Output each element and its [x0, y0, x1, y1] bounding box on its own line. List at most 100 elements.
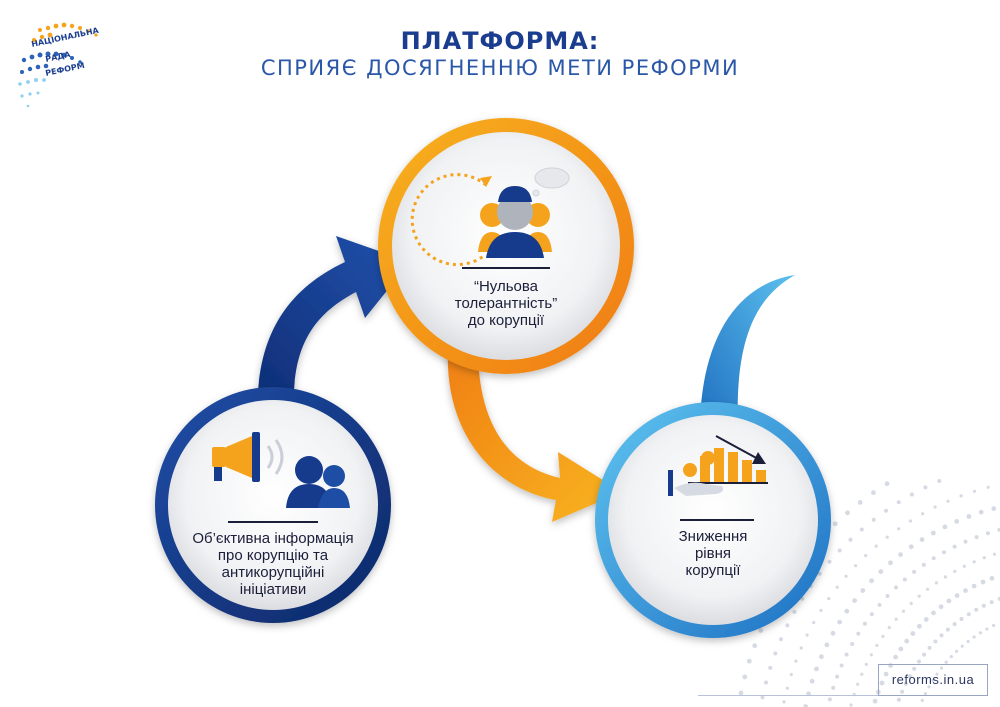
- decorative-dot: [992, 623, 996, 628]
- decorative-dot: [805, 633, 809, 637]
- decorative-dot: [854, 564, 858, 568]
- decorative-dot: [844, 652, 849, 657]
- decorative-dot: [923, 485, 928, 490]
- decorative-dot: [926, 587, 930, 591]
- decreasing-chart-icon: [668, 435, 768, 496]
- decorative-dot: [888, 560, 893, 566]
- megaphone-people-icon: [212, 432, 350, 508]
- decorative-dot: [989, 600, 994, 605]
- decorative-dot: [746, 658, 752, 664]
- decorative-dot: [901, 609, 906, 613]
- decorative-dot: [931, 610, 936, 616]
- node-zero-line-1: “Нульова: [473, 278, 539, 295]
- decorative-dot: [960, 644, 964, 648]
- decorative-dot: [909, 492, 914, 497]
- decorative-dot: [985, 531, 990, 536]
- decorative-dot: [773, 651, 778, 656]
- footer-url[interactable]: reforms.in.ua: [878, 664, 988, 696]
- decorative-dot: [980, 579, 986, 585]
- decorative-dot: [869, 578, 874, 584]
- decorative-dot: [871, 490, 876, 496]
- decorative-dot: [923, 692, 928, 696]
- node-reduce-line-1: Зниження: [678, 528, 748, 545]
- decorative-dot: [978, 509, 984, 515]
- decorative-dot: [959, 494, 963, 498]
- decorative-dot: [949, 655, 953, 659]
- decorative-dot: [785, 686, 789, 690]
- decorative-dot: [893, 654, 898, 660]
- decorative-dot: [907, 674, 912, 679]
- decorative-dot: [792, 609, 797, 614]
- decorative-dot: [963, 539, 968, 544]
- decorative-dot: [953, 569, 957, 574]
- decorative-dot: [874, 544, 878, 548]
- decorative-dot: [991, 506, 997, 511]
- decorative-dot: [933, 639, 938, 644]
- arrow-zero-to-reduce: [447, 348, 622, 522]
- decorative-dot: [903, 681, 908, 686]
- decorative-dot: [837, 619, 842, 625]
- decorative-dot: [972, 635, 976, 639]
- decorative-dot: [782, 700, 786, 704]
- decorative-dot: [785, 623, 790, 628]
- decorative-dot: [856, 682, 860, 686]
- decorative-dot: [864, 554, 868, 558]
- decorative-dot: [806, 691, 811, 697]
- decorative-dot: [992, 552, 997, 556]
- decorative-dot: [910, 631, 916, 636]
- decorative-dot: [835, 585, 839, 589]
- decorative-dot: [972, 560, 976, 564]
- decorative-dot: [879, 680, 885, 686]
- decorative-dot: [904, 638, 910, 644]
- decorative-dot: [827, 597, 831, 601]
- decorative-dot: [869, 653, 874, 657]
- decorative-dot: [909, 601, 913, 606]
- decorative-dot: [944, 660, 948, 664]
- decorative-dot: [812, 621, 816, 625]
- decorative-dot: [943, 575, 948, 579]
- node-info-label: Об’єктивна інформація про корупцію та ан…: [168, 530, 378, 598]
- decorative-dot: [966, 514, 972, 519]
- node-info-line-2: про корупцію та: [217, 547, 329, 564]
- decorative-dot: [974, 535, 979, 540]
- decorative-dot: [885, 535, 889, 539]
- node-zero-line-2: толерантність”: [454, 295, 558, 312]
- decorative-dot: [832, 521, 838, 527]
- decorative-dot: [966, 612, 971, 617]
- decorative-dot: [962, 564, 967, 568]
- logo: НАЦІОНАЛЬНА РАДА РЕФОРМ: [18, 22, 100, 108]
- decorative-dot: [869, 612, 874, 617]
- decorative-dot: [920, 698, 924, 703]
- decorative-dot: [927, 685, 931, 689]
- decorative-dot: [954, 593, 960, 598]
- decorative-dot: [768, 665, 773, 670]
- decorative-dot: [789, 672, 793, 677]
- decorative-dot: [938, 604, 944, 610]
- decorative-dot: [912, 666, 917, 671]
- decorative-dot: [927, 645, 932, 650]
- decorative-dot: [877, 602, 882, 607]
- decorative-dot: [934, 581, 939, 585]
- decorative-dot: [850, 642, 855, 646]
- decorative-dot: [919, 537, 925, 542]
- decorative-dot: [955, 649, 959, 653]
- decorative-dot: [779, 637, 783, 642]
- decorative-dot: [923, 617, 929, 622]
- decorative-dot: [885, 594, 890, 598]
- node-info-line-3: антикорупційні: [221, 564, 325, 581]
- node-reduce-line-2: рівня: [694, 545, 732, 562]
- decorative-dot: [978, 631, 983, 635]
- decorative-dot: [839, 663, 844, 668]
- decorative-dot: [830, 630, 836, 636]
- decorative-dot: [835, 674, 840, 679]
- decorative-dot: [881, 634, 885, 639]
- decorative-dot: [752, 643, 758, 649]
- decorative-dot: [860, 672, 864, 676]
- title-line-1: ПЛАТФОРМА:: [400, 27, 600, 55]
- decorative-dot: [856, 631, 861, 636]
- decorative-dot: [972, 489, 977, 493]
- decorative-dot: [986, 485, 990, 489]
- decorative-dot: [827, 697, 832, 702]
- decorative-dot: [897, 527, 901, 531]
